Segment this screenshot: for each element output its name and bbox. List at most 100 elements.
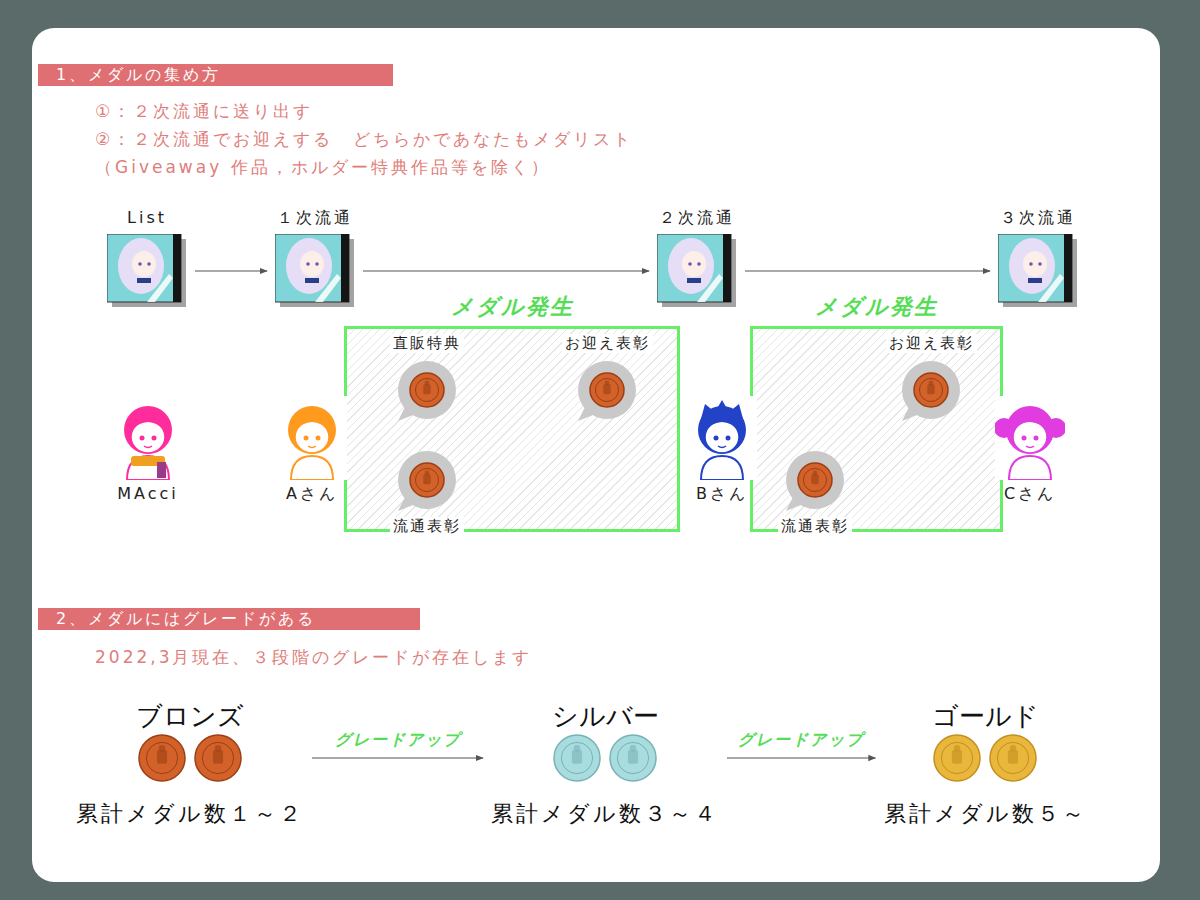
character: Bさん (687, 396, 757, 504)
grade-title: ブロンズ (136, 700, 244, 732)
medal-face (561, 742, 592, 773)
callout-label: 流通表彰 (390, 517, 464, 536)
figure-eye (140, 436, 145, 441)
medal-rim (139, 735, 185, 781)
grade-count: 累計メダル数３～４ (491, 800, 719, 828)
medal-face (617, 742, 648, 773)
character: MAcci (113, 396, 183, 504)
medal-emblem (628, 750, 638, 764)
medal-emblem-head (425, 470, 430, 475)
medal-bubble (572, 355, 642, 425)
figure-body (291, 456, 333, 480)
thumbnail-stripe (1038, 274, 1064, 302)
zone-heading: メダル発生 (347, 293, 677, 321)
medal-callout: 直販特典 (390, 334, 464, 425)
figure-ground (113, 396, 183, 480)
stage-label: ２次流通 (659, 208, 735, 228)
figure-mouth (718, 446, 726, 448)
character-name: Bさん (696, 484, 748, 504)
grade-title: ゴールド (932, 700, 1039, 732)
stage-label: ３次流通 (1000, 208, 1076, 228)
artwork-thumbnail (107, 234, 187, 308)
medal-emblem-head (425, 380, 430, 385)
medal-emblem (213, 750, 223, 764)
medal-rim (590, 373, 624, 407)
thumbnail-eye (1029, 262, 1033, 266)
medal-face (415, 468, 438, 491)
medal-face (146, 742, 177, 773)
thumbnail-face (300, 251, 324, 277)
medal-emblem (603, 384, 610, 394)
figure-scarf-end (157, 462, 166, 478)
character: Cさん (995, 396, 1065, 504)
figure-hair (1006, 406, 1054, 454)
distribution-card: ３次流通 (998, 208, 1078, 308)
medal-face (941, 742, 972, 773)
artwork-thumbnail (657, 234, 737, 308)
medal-rim (610, 735, 656, 781)
character-name: Aさん (286, 484, 338, 504)
figure-eye (1022, 436, 1027, 441)
distribution-card: List (107, 208, 187, 308)
figure-eye (726, 436, 731, 441)
artwork-thumbnail (275, 234, 355, 308)
medal-rim (554, 735, 600, 781)
artwork-thumbnail (998, 234, 1078, 308)
thumbnail-strip (1064, 234, 1072, 302)
medal-emblem-head (813, 470, 818, 475)
thumbnail-eye (147, 262, 151, 266)
thumbnail-stripe (315, 274, 341, 302)
medal-rim (410, 463, 444, 497)
thumbnail-ground (275, 234, 349, 302)
grade-medals (134, 732, 246, 784)
medal-face (919, 378, 942, 401)
medal-rim (990, 735, 1036, 781)
figure-body (701, 456, 743, 480)
callout-label: お迎え表彰 (886, 334, 977, 353)
flow-arrow (195, 270, 267, 271)
thumbnail-hair (118, 238, 164, 294)
medal-emblem (572, 750, 582, 764)
note-text: ②：２次流通でお迎えする どちらかであなたもメダリスト (95, 128, 633, 150)
figure-eye (1034, 436, 1039, 441)
grade-group: ブロンズ累計メダル数１～２ (76, 700, 304, 828)
section-header-band: 1、メダルの集め方 (38, 64, 393, 86)
thumbnail-eye (315, 262, 319, 266)
bubble-disc (786, 451, 844, 509)
medal-callout: お迎え表彰 (562, 334, 653, 425)
grade-group: シルバー累計メダル数３～４ (491, 700, 719, 828)
thumbnail-eye (1038, 262, 1042, 266)
character-figure (277, 396, 347, 480)
figure-mouth (308, 446, 316, 448)
flow-arrow (727, 757, 876, 758)
flow-arrow (745, 270, 990, 271)
flow-arrow (363, 270, 649, 271)
medal-zone-box: メダル発生お迎え表彰流通表彰 (750, 326, 1003, 532)
thumbnail-ribbon (687, 278, 701, 283)
medal-rim (195, 735, 241, 781)
thumbnail-ribbon (305, 278, 319, 283)
callout-label: お迎え表彰 (562, 334, 653, 353)
bubble-disc (578, 361, 636, 419)
figure-hair (288, 406, 336, 454)
thumbnail-eye (138, 262, 142, 266)
callout-label: 流通表彰 (778, 517, 852, 536)
distribution-card: １次流通 (275, 208, 355, 308)
medal-emblem (423, 474, 430, 484)
figure-eye (152, 436, 157, 441)
figure-eye (304, 436, 309, 441)
note-text: 2022,3月現在、３段階のグレードが存在します (95, 646, 532, 668)
section-header-text: 2、メダルにはグレードがある (38, 608, 420, 630)
grade-count: 累計メダル数５～ (884, 800, 1087, 828)
figure-hair (698, 406, 746, 454)
figure-ground (277, 396, 347, 480)
medal-face (997, 742, 1028, 773)
figure-ground (995, 396, 1065, 480)
zone-heading: メダル発生 (753, 293, 1000, 321)
medal-emblem (1008, 750, 1018, 764)
thumbnail-hair (286, 238, 332, 294)
character-figure (113, 396, 183, 480)
figure-eye (316, 436, 321, 441)
bubble-disc (398, 361, 456, 419)
medal-emblem (811, 474, 818, 484)
